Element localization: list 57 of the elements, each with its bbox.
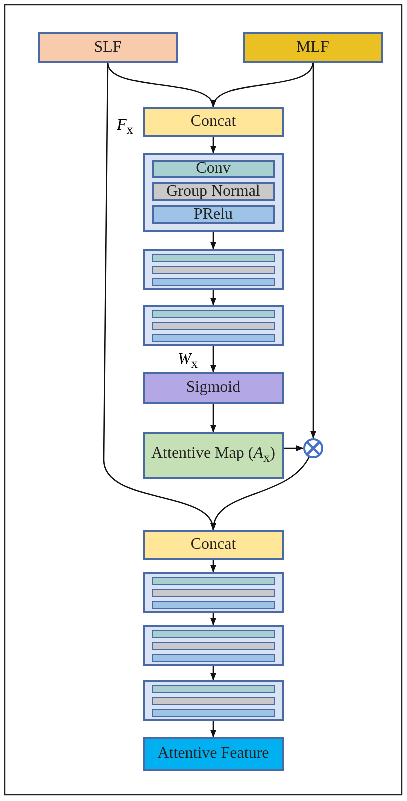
process-box <box>143 432 284 479</box>
layer-bar <box>152 709 275 717</box>
layer-bar <box>152 322 275 330</box>
node-label: Group Normal <box>166 182 260 200</box>
process-box <box>143 372 284 404</box>
node-label: Concat <box>190 536 236 554</box>
node-label: PRelu <box>194 206 234 224</box>
layer-bar <box>152 278 275 286</box>
process-box <box>143 530 284 560</box>
arrow <box>210 613 217 626</box>
layer-bar <box>152 642 275 650</box>
layer-bar <box>152 685 275 693</box>
arrow <box>212 62 314 108</box>
arrow <box>210 666 217 681</box>
layer-block <box>143 153 284 232</box>
arrow <box>284 445 304 452</box>
layer-bar <box>152 205 275 224</box>
node-label: SLF <box>94 38 122 56</box>
variable-label: F$_{x}$ <box>117 117 134 138</box>
layer-bar <box>152 266 275 274</box>
layer-bar <box>152 334 275 342</box>
node-label: Concat <box>190 113 236 131</box>
layer-bar <box>152 182 275 201</box>
layer-bar <box>152 310 275 318</box>
arrow <box>210 404 217 433</box>
multiply-node <box>303 438 324 459</box>
input-box <box>243 32 383 63</box>
layer-bar <box>152 160 275 178</box>
arrow <box>210 290 217 306</box>
arrow <box>210 137 217 154</box>
layer-block <box>143 572 284 613</box>
arrow <box>210 560 217 573</box>
output-box <box>143 737 284 771</box>
node-label: Sigmoid <box>186 379 241 397</box>
layer-block <box>143 305 284 346</box>
layer-bar <box>152 254 275 262</box>
node-label: Conv <box>196 160 231 178</box>
variable-label: W$_{x}$ <box>178 351 198 372</box>
layer-block <box>143 625 284 666</box>
layer-bar <box>152 589 275 597</box>
arrow <box>212 456 310 531</box>
layer-bar <box>152 630 275 638</box>
arrow <box>210 232 217 250</box>
layer-bar <box>152 697 275 705</box>
layer-bar <box>152 654 275 662</box>
node-label: Attentive Feature <box>158 745 270 763</box>
arrow <box>310 63 317 439</box>
process-box <box>143 107 284 137</box>
layer-block <box>143 680 284 721</box>
node-label: Attentive Map (A$_{x}$) <box>152 445 276 466</box>
input-box <box>38 32 178 63</box>
layer-block <box>143 249 284 290</box>
node-label: MLF <box>296 38 330 56</box>
arrow <box>210 346 217 373</box>
layer-bar <box>152 577 275 585</box>
arrow <box>210 721 217 738</box>
layer-bar <box>152 601 275 609</box>
